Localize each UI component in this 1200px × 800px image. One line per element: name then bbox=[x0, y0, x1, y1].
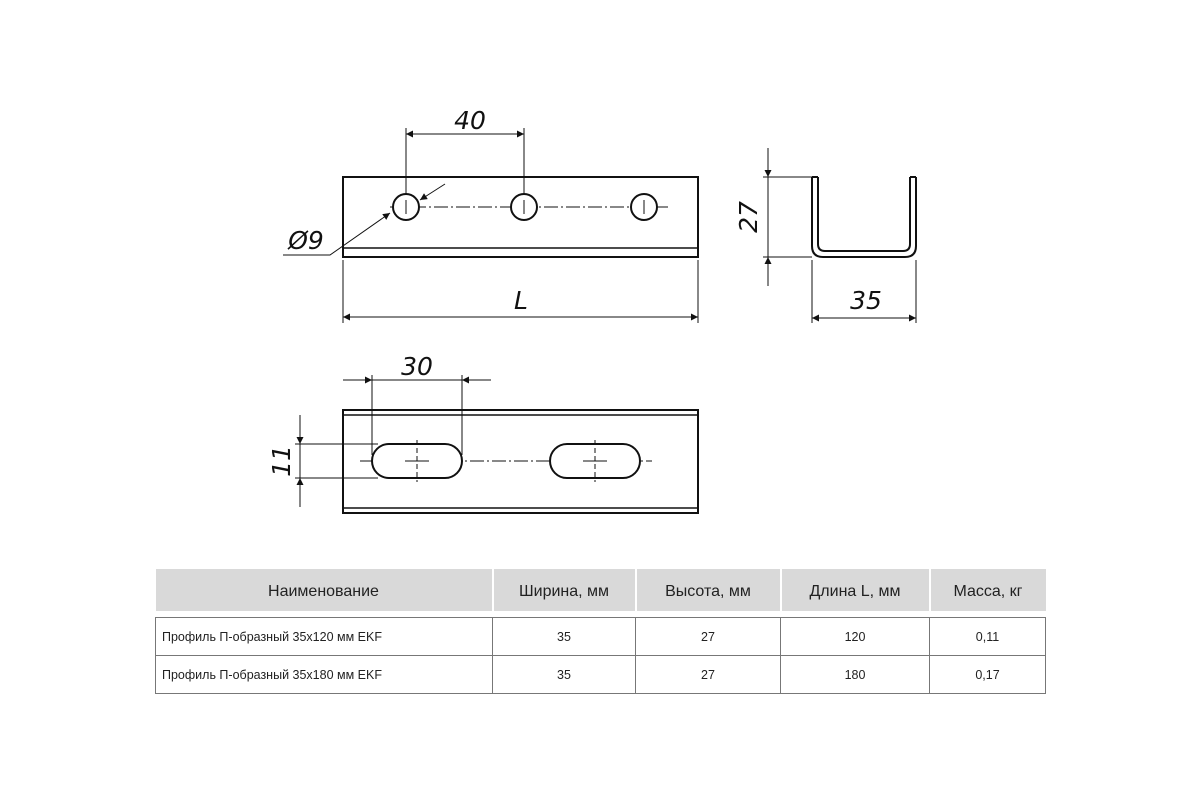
cell-length: 120 bbox=[780, 617, 930, 656]
cell-mass: 0,11 bbox=[929, 617, 1046, 656]
cell-width: 35 bbox=[492, 655, 636, 694]
header-width: Ширина, мм bbox=[491, 569, 636, 611]
technical-drawing: 40 Ø9 L 27 35 bbox=[267, 106, 917, 514]
cell-mass: 0,17 bbox=[929, 655, 1046, 694]
cell-name: Профиль П-образный 35х120 мм EKF bbox=[155, 617, 493, 656]
u-profile-inner bbox=[817, 177, 911, 252]
cell-length: 180 bbox=[780, 655, 930, 694]
table-row: Профиль П-образный 35х180 мм EKF 35 27 1… bbox=[155, 655, 1046, 694]
dim-hole-spacing: 40 bbox=[454, 106, 486, 135]
spec-table: Наименование Ширина, мм Высота, мм Длина… bbox=[155, 569, 1046, 694]
dim-slot-length: 30 bbox=[401, 352, 433, 381]
profile-outline-bottom bbox=[342, 409, 699, 514]
dim-hole-diameter: Ø9 bbox=[287, 226, 324, 255]
u-profile-outer bbox=[811, 177, 917, 258]
table-header-row: Наименование Ширина, мм Высота, мм Длина… bbox=[155, 569, 1046, 611]
table-row: Профиль П-образный 35х120 мм EKF 35 27 1… bbox=[155, 617, 1046, 656]
dim-width: 35 bbox=[850, 286, 882, 315]
top-view bbox=[283, 128, 699, 323]
dim-slot-width: 11 bbox=[267, 445, 296, 477]
bottom-view bbox=[295, 375, 699, 514]
cell-name: Профиль П-образный 35х180 мм EKF bbox=[155, 655, 493, 694]
cell-height: 27 bbox=[635, 617, 781, 656]
header-name: Наименование bbox=[155, 569, 493, 611]
cell-width: 35 bbox=[492, 617, 636, 656]
cell-height: 27 bbox=[635, 655, 781, 694]
dim-length: L bbox=[514, 286, 528, 315]
header-height: Высота, мм bbox=[634, 569, 781, 611]
profile-outline-top bbox=[342, 176, 699, 258]
header-length: Длина L, мм bbox=[779, 569, 930, 611]
leader-hole-diameter bbox=[283, 212, 391, 256]
header-mass: Масса, кг bbox=[928, 569, 1046, 611]
side-view bbox=[763, 148, 917, 323]
dim-height: 27 bbox=[734, 201, 763, 233]
